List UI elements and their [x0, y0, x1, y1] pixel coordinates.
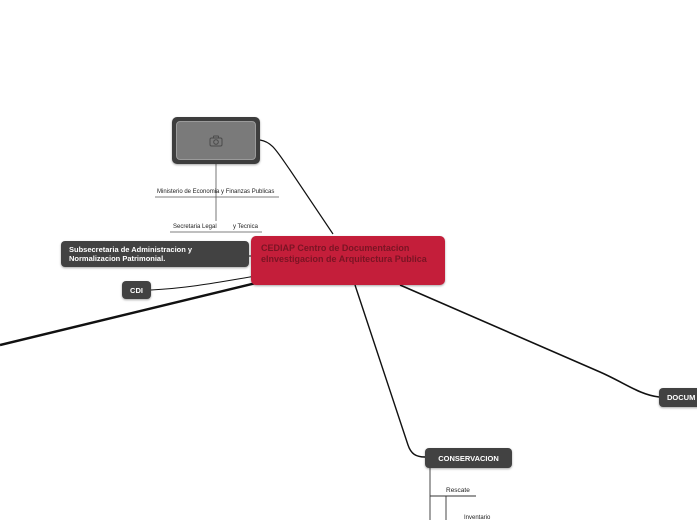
subsecretaria-label: Subsecretaria de Administracion y Normal… [69, 245, 193, 263]
rescate-label[interactable]: Rescate [446, 487, 470, 494]
documentacion-topic[interactable]: DOCUM [659, 388, 697, 407]
connector-left-offscreen [0, 281, 257, 347]
conservacion-topic[interactable]: CONSERVACION [425, 448, 512, 468]
central-topic[interactable]: CEDIAP Centro de Documentacion eInvestig… [251, 236, 445, 285]
connector-conservacion [354, 284, 426, 458]
central-topic-label: CEDIAP Centro de Documentacion eInvestig… [261, 243, 427, 264]
image-topic[interactable] [172, 117, 260, 164]
subsecretaria-topic[interactable]: Subsecretaria de Administracion y Normal… [61, 241, 249, 267]
connector-documentacion [399, 284, 660, 398]
connector-image-topic [259, 139, 334, 235]
cdi-topic[interactable]: CDI [122, 281, 151, 299]
secretaria-label[interactable]: Secretaria Legal [173, 224, 217, 230]
camera-icon [209, 135, 223, 146]
tecnica-label[interactable]: y Tecnica [233, 224, 258, 230]
cdi-label: CDI [130, 285, 143, 295]
ministerio-label[interactable]: Ministerio de Economia y Finanzas Public… [157, 189, 275, 195]
conservacion-label: CONSERVACION [438, 453, 499, 463]
image-placeholder [176, 121, 256, 160]
connector-cdi [150, 275, 257, 291]
documentacion-label: DOCUM [667, 393, 696, 402]
inventario-label[interactable]: Inventario [464, 515, 491, 521]
